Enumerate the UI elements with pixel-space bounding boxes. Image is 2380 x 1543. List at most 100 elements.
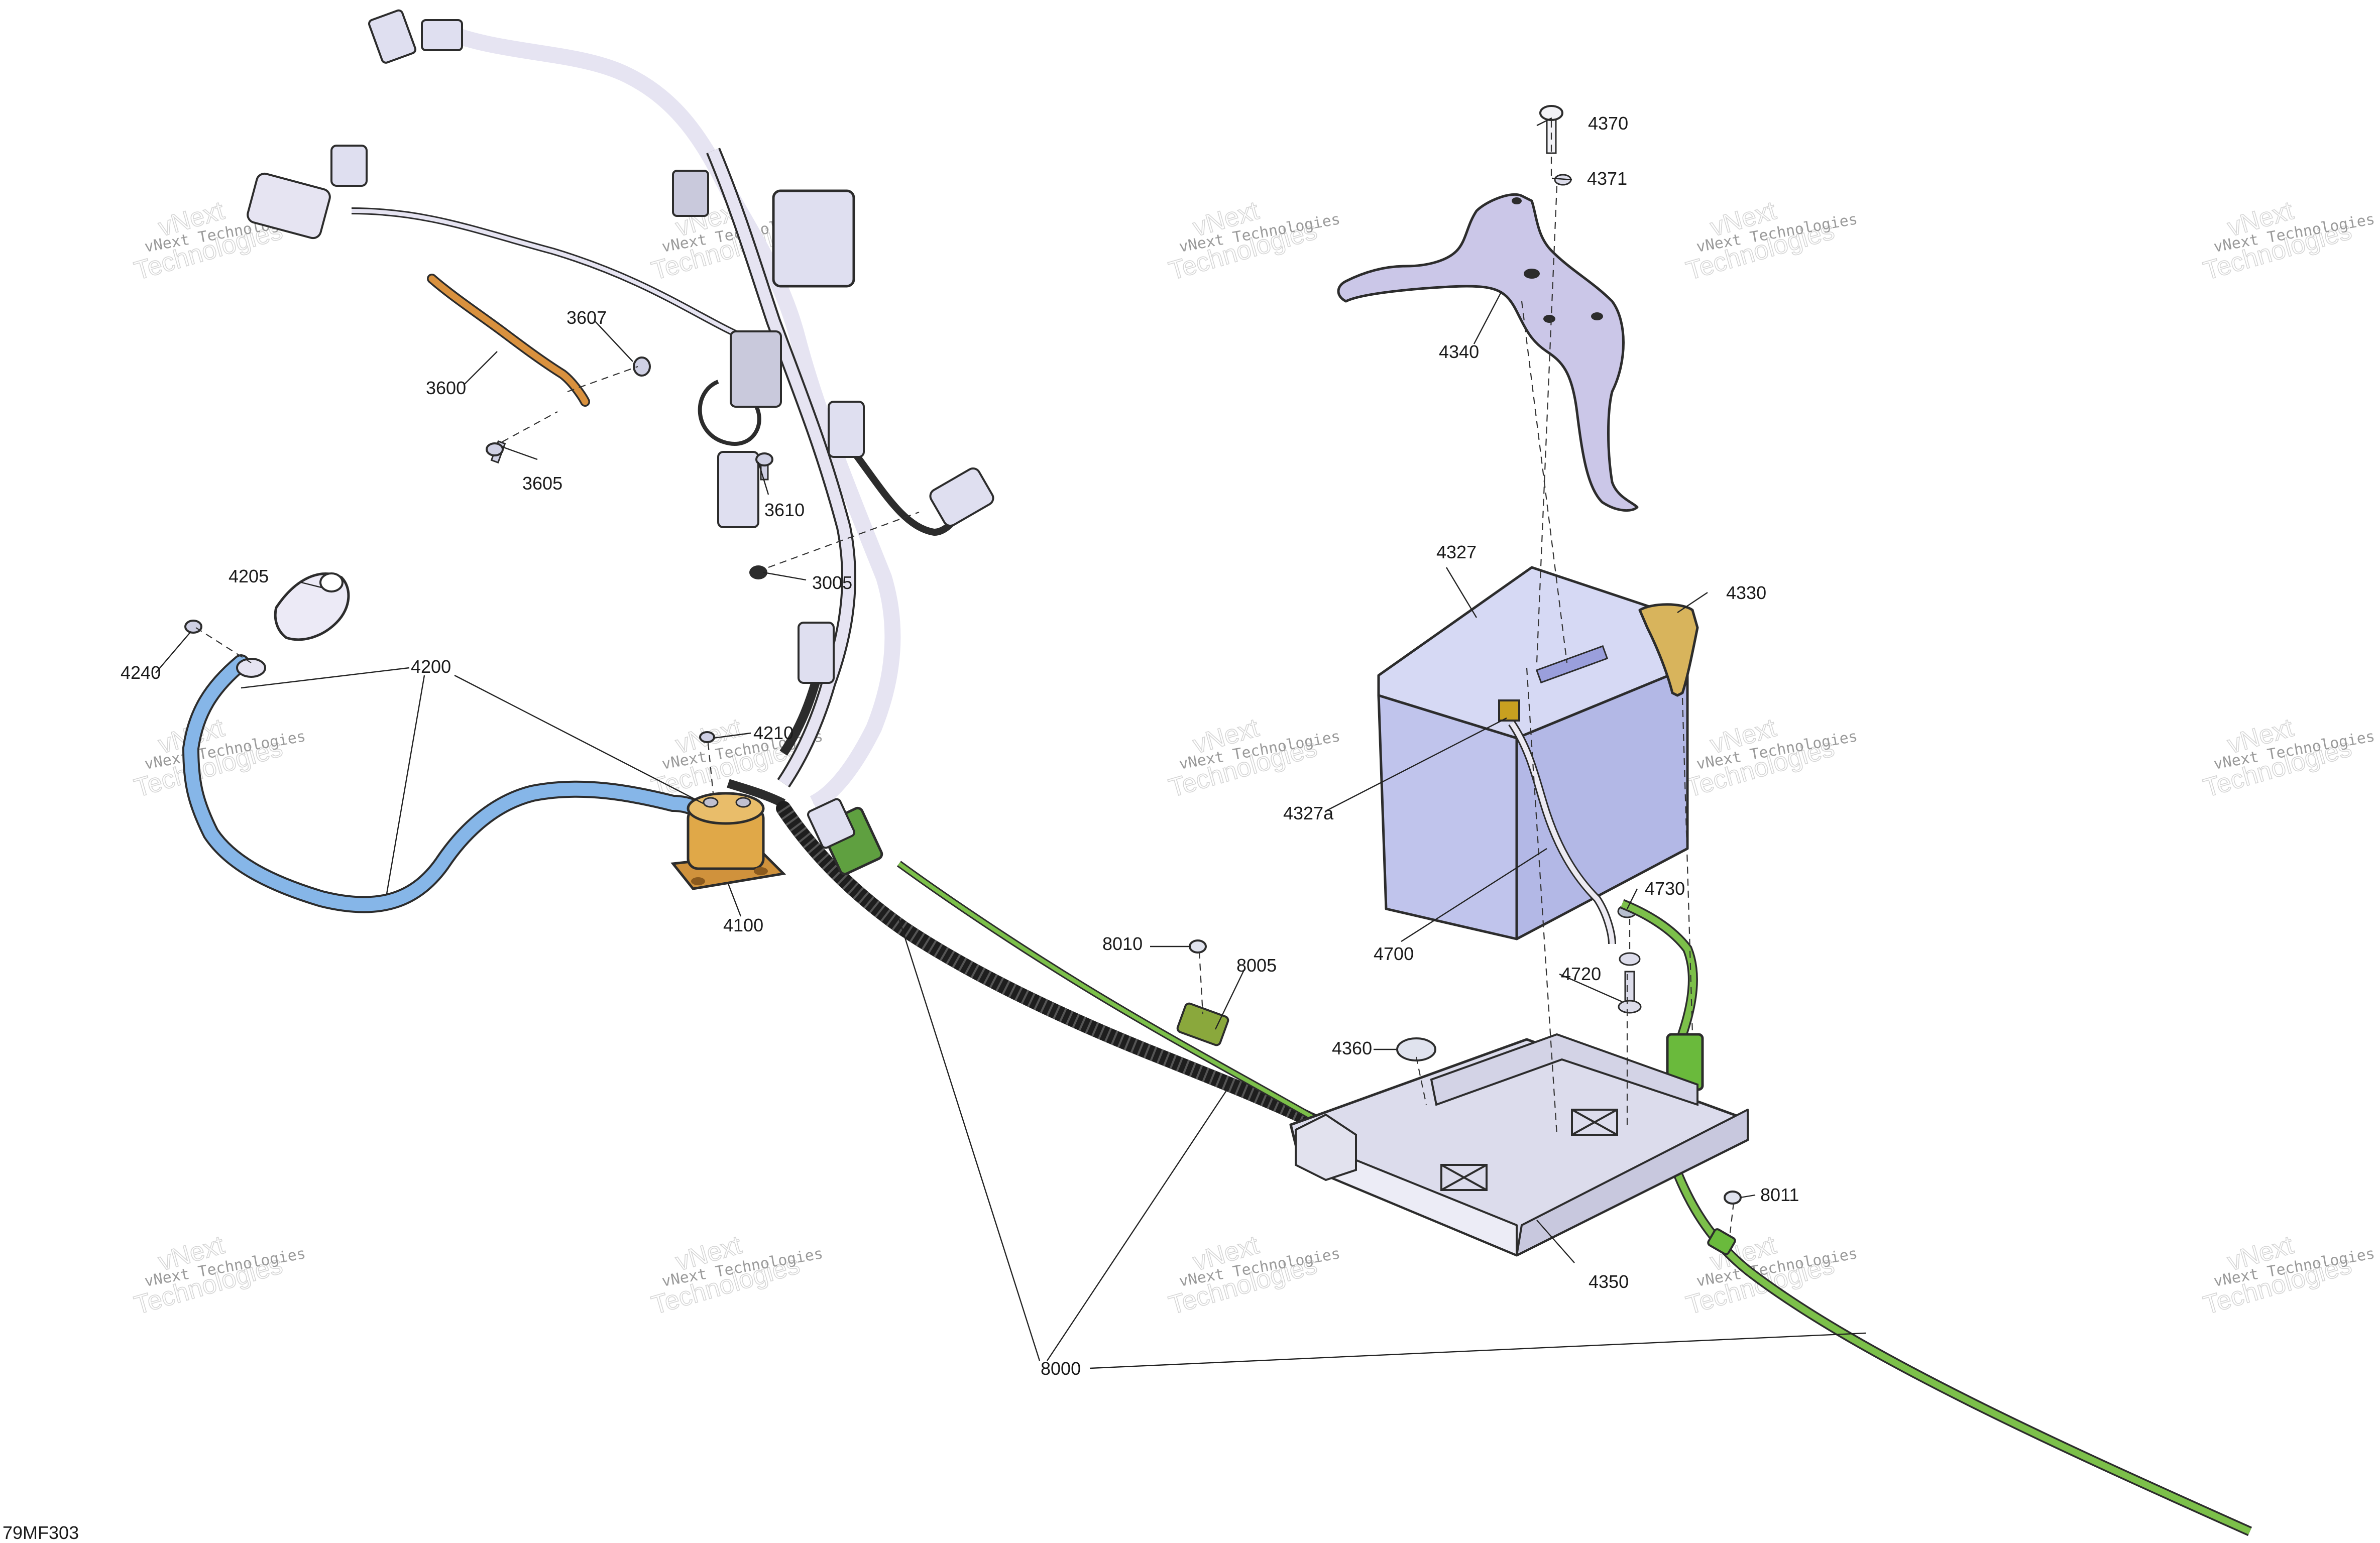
watermark: vNext Technologies vNext Technologies xyxy=(131,1230,307,1321)
right-mid-connector xyxy=(828,401,865,458)
label-3607: 3607 xyxy=(566,307,607,328)
label-4360: 4360 xyxy=(1332,1038,1372,1058)
battery-tray xyxy=(1289,1033,1749,1257)
push-pin-8010 xyxy=(1189,939,1207,954)
starter-solenoid xyxy=(670,792,786,890)
positive-cable xyxy=(182,654,712,913)
label-3005: 3005 xyxy=(812,572,852,593)
bolt-4720 xyxy=(1618,952,1642,1014)
watermark: vNext Technologies vNext Technologies xyxy=(131,713,307,803)
bolt-4210 xyxy=(699,731,715,743)
label-4330: 4330 xyxy=(1726,582,1766,603)
bolt-3607 xyxy=(633,357,651,377)
label-8000: 8000 xyxy=(1041,1358,1081,1379)
diagram-code: 79MF303 xyxy=(3,1522,79,1543)
harness-branch-terminal xyxy=(727,779,786,808)
right-side-connector xyxy=(929,467,994,527)
battery-vent-strip xyxy=(1535,645,1609,684)
label-4371: 4371 xyxy=(1587,168,1627,189)
label-4210: 4210 xyxy=(753,723,794,743)
label-4730: 4730 xyxy=(1645,878,1685,899)
label-4327a: 4327a xyxy=(1283,803,1334,823)
bolt-4240 xyxy=(184,620,202,634)
label-4205: 4205 xyxy=(229,566,269,586)
watermark: vNext Technologies vNext Technologies xyxy=(1682,195,1859,286)
bracket-hole-c xyxy=(1591,312,1603,320)
label-4370: 4370 xyxy=(1588,113,1628,134)
sensor-body xyxy=(247,172,331,240)
harness-branch-left-fill xyxy=(351,209,754,343)
label-8010: 8010 xyxy=(1102,933,1143,954)
solenoid-terminal-b xyxy=(735,797,751,808)
solenoid-hole-right xyxy=(754,867,768,875)
lower-connector xyxy=(798,622,835,684)
battery xyxy=(1377,566,1689,940)
harness-trunk-fill xyxy=(438,23,901,811)
callout-labels: 3607 3600 3605 3610 3005 4205 4240 4200 … xyxy=(121,113,1799,1379)
positive-cable-fill xyxy=(184,656,710,911)
top-connector xyxy=(421,19,463,51)
bolt-3605 xyxy=(486,440,506,464)
solenoid-hole-left xyxy=(691,877,705,885)
label-4700: 4700 xyxy=(1374,943,1414,964)
harness-connectors xyxy=(247,9,994,684)
watermark: vNext Technologies vNext Technologies xyxy=(1682,713,1859,803)
harness-trunk-b-fill xyxy=(708,148,854,787)
battery-hold-down-bracket xyxy=(1337,193,1639,512)
label-4327: 4327 xyxy=(1436,542,1477,562)
tray-cross-mark-a xyxy=(1571,1109,1618,1136)
bracket-hole-a xyxy=(1524,269,1540,279)
loom-black-ribs xyxy=(777,804,1334,1137)
loom-connector-housing xyxy=(807,798,855,849)
tray-side-wall xyxy=(1516,1109,1749,1256)
sensor-connector xyxy=(330,145,368,187)
top-left-connector xyxy=(368,9,417,64)
watermark: vNext Technologies vNext Technologies xyxy=(648,1230,824,1321)
ground-cable-upper xyxy=(896,861,1408,1140)
nut-3005 xyxy=(749,565,767,579)
battery-positive-lead xyxy=(1508,721,1616,944)
relay-box xyxy=(772,189,855,288)
label-3610: 3610 xyxy=(764,500,805,520)
left-lower-connector xyxy=(717,451,759,528)
watermark: vNext Technologies vNext Technologies xyxy=(2200,713,2376,803)
label-4240: 4240 xyxy=(121,662,161,683)
fuse-block xyxy=(730,330,782,408)
cable-clip xyxy=(1707,1228,1736,1255)
alignment-lines xyxy=(195,121,1735,1233)
watermark: vNext Technologies vNext Technologies xyxy=(1165,1230,1341,1321)
cable-clip-8005 xyxy=(1176,1002,1229,1046)
label-4100: 4100 xyxy=(723,915,763,935)
watermark: vNext Technologies vNext Technologies xyxy=(2200,195,2376,286)
corrugated-loom xyxy=(776,798,1338,1137)
watermark: vNext Technologies vNext Technologies xyxy=(1165,195,1341,286)
cable-boot xyxy=(274,572,350,641)
label-4340: 4340 xyxy=(1439,341,1479,362)
watermark: vNext Technologies vNext Technologies xyxy=(2200,1230,2376,1321)
label-4350: 4350 xyxy=(1589,1271,1629,1292)
tray-cross-mark-b xyxy=(1440,1164,1488,1191)
label-8005: 8005 xyxy=(1236,955,1277,976)
bracket-hole-d xyxy=(1512,197,1522,204)
positive-cable-outline xyxy=(182,654,712,913)
main-wiring-harness xyxy=(351,23,963,811)
solenoid-top xyxy=(687,792,765,825)
label-3605: 3605 xyxy=(522,473,562,494)
leader-lines xyxy=(155,117,1866,1369)
push-pin-8011 xyxy=(1724,1191,1742,1205)
watermark: vNext Technologies vNext Technologies xyxy=(1165,713,1341,803)
rivet-4360 xyxy=(1396,1037,1436,1061)
battery-front xyxy=(1377,694,1518,940)
screw-4370 xyxy=(1539,105,1563,154)
label-4200: 4200 xyxy=(411,656,451,677)
ground-strap xyxy=(427,274,590,407)
terminal-cover xyxy=(1638,603,1699,697)
label-4720: 4720 xyxy=(1561,964,1601,984)
fasteners xyxy=(184,105,1742,1205)
harness-loop xyxy=(698,380,761,446)
solenoid-terminal-a xyxy=(703,797,719,808)
tray-mount-block xyxy=(1295,1113,1357,1181)
label-3600: 3600 xyxy=(426,378,466,398)
ring-terminal xyxy=(236,658,266,678)
ground-cable-upper-fill xyxy=(897,862,1407,1139)
